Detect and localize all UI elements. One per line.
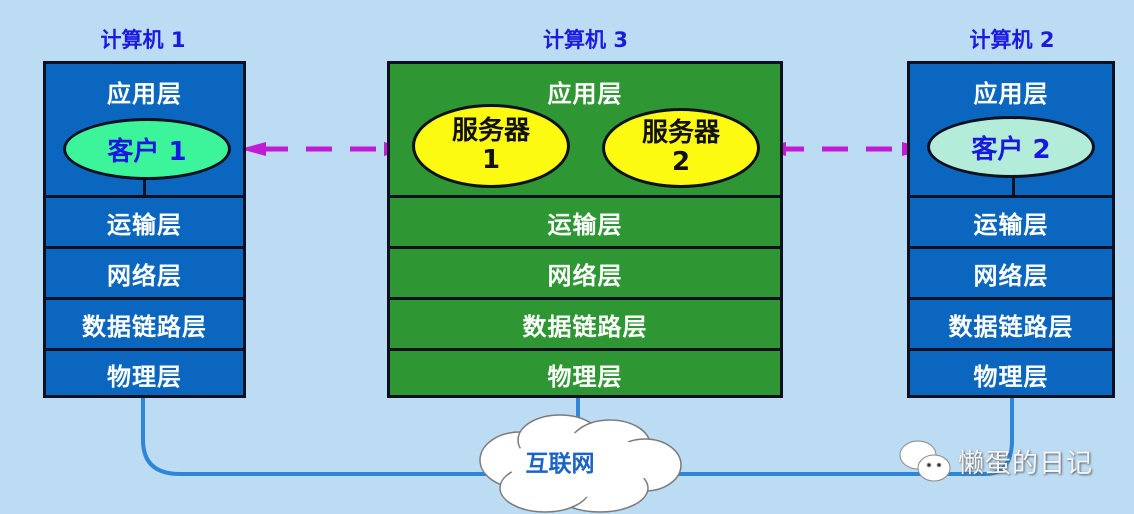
computer3-protocol-stack: 应用层 服务器 1 服务器 2 运输层 网络层 数据链路层 物理层: [387, 61, 783, 398]
computer2-datalink-layer: 数据链路层: [910, 297, 1112, 348]
computer2-title: 计算机 2: [969, 28, 1055, 52]
client2-stem: [1012, 176, 1015, 198]
server2-number: 2: [671, 147, 691, 177]
computer1-datalink-layer: 数据链路层: [46, 297, 243, 348]
computer1-title: 计算机 1: [100, 28, 186, 52]
client2-process: 客户 2: [927, 116, 1095, 178]
client1-process: 客户 1: [63, 118, 231, 180]
computer3-physical-layer: 物理层: [390, 348, 780, 398]
computer3-network-layer: 网络层: [390, 246, 780, 297]
computer1-application-layer: 应用层: [107, 80, 182, 108]
computer2-transport-layer: 运输层: [910, 195, 1112, 246]
computer2-network-layer: 网络层: [910, 246, 1112, 297]
server1-process: 服务器 1: [412, 104, 570, 188]
computer1-protocol-stack: 应用层 客户 1 运输层 网络层 数据链路层 物理层: [43, 61, 246, 398]
client1-stem: [143, 178, 146, 198]
wechat-icon: [899, 440, 951, 482]
computer1-transport-layer: 运输层: [46, 195, 243, 246]
computer1-physical-layer: 物理层: [46, 348, 243, 398]
server1-label: 服务器: [451, 116, 530, 146]
server2-label: 服务器: [641, 118, 720, 148]
internet-label: 互联网: [525, 451, 595, 477]
link-computer2-internet: [620, 398, 1014, 476]
computer3-transport-layer: 运输层: [390, 195, 780, 246]
computer1-network-layer: 网络层: [46, 246, 243, 297]
watermark-text: 懒蛋的日记: [958, 449, 1094, 479]
computer2-physical-layer: 物理层: [910, 348, 1112, 398]
computer3-application-layer: 应用层: [547, 80, 623, 108]
internet-cloud-icon: [479, 414, 682, 513]
computer2-protocol-stack: 应用层 客户 2 运输层 网络层 数据链路层 物理层: [907, 61, 1115, 398]
server1-number: 1: [481, 145, 501, 175]
server2-process: 服务器 2: [602, 108, 760, 188]
computer3-title: 计算机 3: [543, 28, 628, 52]
link-computer1-internet: [141, 398, 510, 476]
computer3-datalink-layer: 数据链路层: [390, 297, 780, 348]
arrowhead-left-icon: [240, 142, 266, 156]
computer2-application-layer: 应用层: [973, 80, 1049, 108]
